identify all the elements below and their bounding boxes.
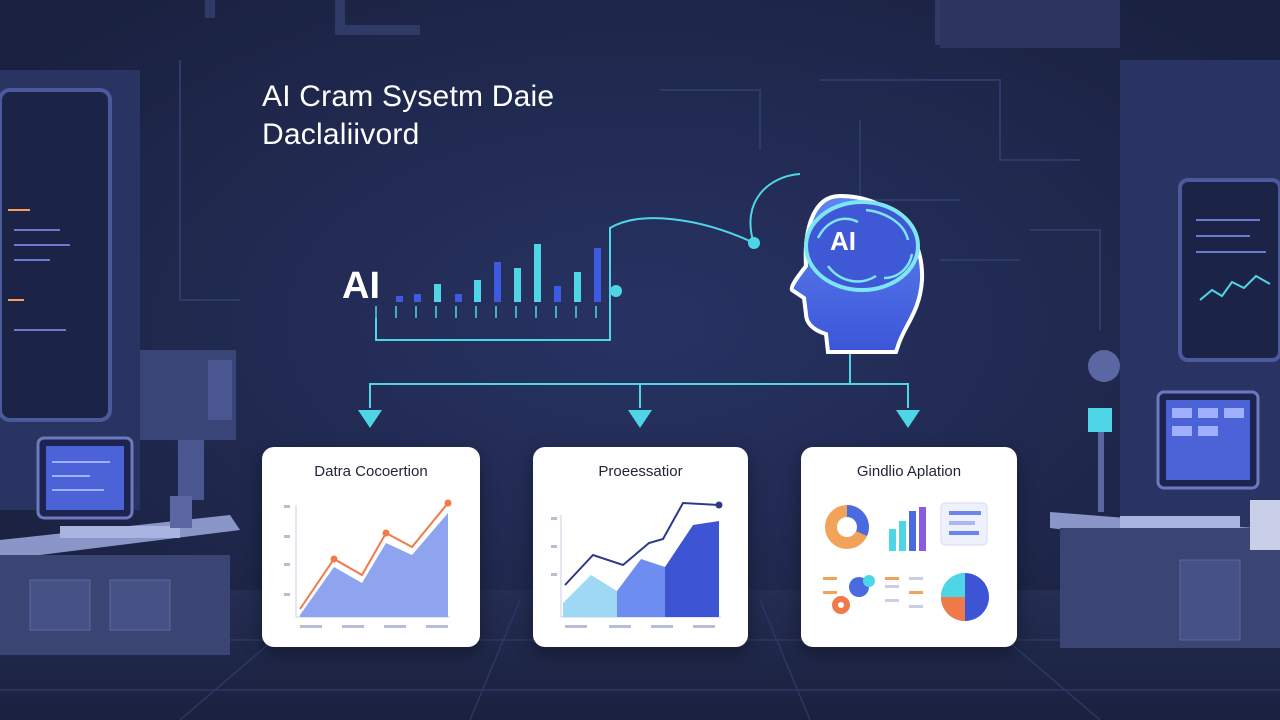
- ai-badge-label: AI: [342, 265, 380, 307]
- node-dot: [610, 285, 622, 297]
- left-workstation: [0, 70, 240, 655]
- card-title: Gindlio Aplation: [856, 463, 962, 480]
- signal-bars: [375, 244, 601, 318]
- circuit-lines: [179, 60, 1101, 330]
- node-dot: [748, 237, 760, 249]
- flow-connectors: [369, 173, 909, 408]
- title-line-2: Daclaliivord: [262, 118, 420, 151]
- title-line-1: AI Cram Sysetm Daie: [262, 80, 555, 113]
- arrow-down-icons: [358, 410, 920, 428]
- card-title: Proeessatior: [598, 463, 683, 480]
- right-workstation: [1050, 60, 1280, 648]
- card-processing: Proeessatior: [533, 447, 748, 647]
- card-data-collection: Datra Cocoertion: [262, 447, 480, 647]
- brain-label: AI: [830, 226, 856, 256]
- card-application: Gindlio Aplation: [801, 447, 1017, 647]
- card-title: Datra Cocoertion: [314, 463, 428, 480]
- page-title: AI Cram Sysetm Daie Daclaliivord: [262, 78, 554, 154]
- ai-head-icon: [789, 193, 925, 354]
